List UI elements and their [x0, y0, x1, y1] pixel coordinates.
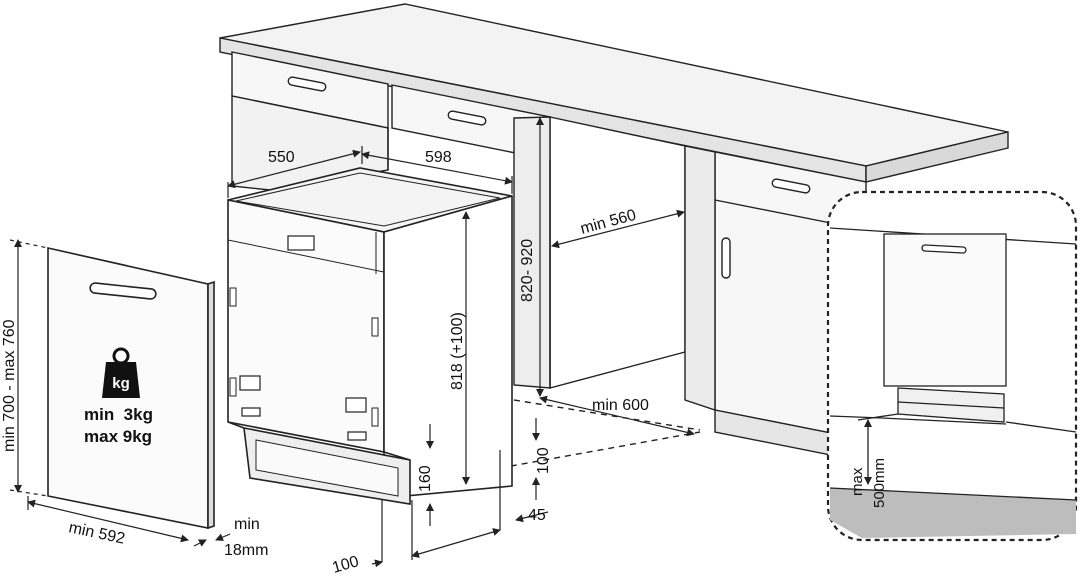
dim-niche-depth: min 600 [592, 397, 649, 414]
dim-depth: 550 [268, 149, 295, 166]
dim-panel-height: min 700 - max 760 [1, 319, 18, 452]
mount-bracket [287, 235, 315, 251]
handle-drawer-1 [287, 76, 327, 92]
handle-drawer-2 [447, 110, 487, 126]
kg-icon-label: kg [112, 375, 130, 392]
detail-max-label-2: 500mm [871, 458, 888, 508]
detail-handle [921, 244, 967, 254]
dim-panel-thickness-2: 18mm [224, 542, 268, 559]
right-cabinet-side [684, 145, 716, 411]
decor-panel-handle [89, 282, 157, 300]
detail-front-panel [883, 233, 1007, 387]
side-rect-3 [241, 407, 261, 417]
panel-weight-max: max 9kg [84, 427, 152, 446]
side-slot-2 [371, 317, 379, 337]
dim-cabinet-height: 820- 920 [519, 239, 536, 302]
dim-plinth-recess: 45 [528, 507, 546, 524]
handle-drawer-3 [771, 178, 811, 194]
dim-plinth-height: 160 [417, 465, 434, 492]
panel-weight-min: min 3kg [84, 405, 153, 424]
detail-floor-shade [830, 488, 1076, 538]
detail-max-label-1: max [849, 467, 866, 496]
dim-kick-depth: 100 [330, 553, 360, 577]
drawer-handles [287, 76, 811, 279]
side-rect-1 [239, 375, 261, 391]
kg-weight-icon [102, 347, 140, 398]
countertop-side [865, 131, 1009, 183]
side-slot-3 [229, 377, 237, 397]
side-slot-1 [229, 287, 237, 307]
dim-appliance-height: 818 (+100) [449, 312, 466, 390]
dishwasher-body [227, 167, 513, 505]
side-slot-4 [371, 407, 379, 427]
handle-door [721, 237, 731, 279]
dim-panel-thickness-1: min [234, 516, 260, 533]
side-rect-4 [347, 431, 367, 441]
niche-back-wall [549, 116, 686, 389]
side-rect-2 [345, 397, 367, 413]
detail-inset [826, 190, 1078, 542]
decor-panel-edge [207, 280, 215, 530]
dishwasher-front [383, 194, 513, 499]
dim-width: 598 [425, 149, 452, 166]
dim-plinth-offset: 100 [535, 447, 552, 474]
dimension-lines [9, 117, 695, 568]
